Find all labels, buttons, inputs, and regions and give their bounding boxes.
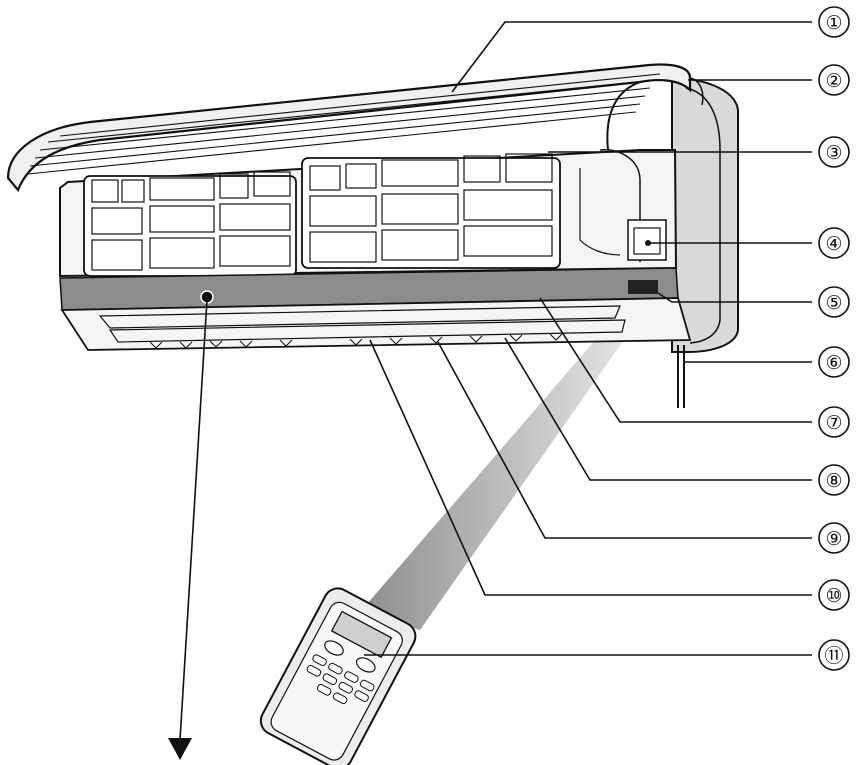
callout-6: ⑥ bbox=[818, 346, 850, 378]
leader-lines bbox=[364, 21, 812, 656]
leader-line-9 bbox=[437, 341, 812, 539]
remote-controller bbox=[259, 587, 417, 765]
callout-9: ⑨ bbox=[818, 522, 850, 554]
callout-5-label: ⑤ bbox=[825, 292, 842, 314]
callout-11: ⑪ bbox=[818, 639, 850, 671]
leader-line-5 bbox=[657, 292, 812, 303]
callout-8: ⑧ bbox=[818, 464, 850, 496]
front-panel bbox=[6, 63, 704, 193]
callout-3-label: ③ bbox=[825, 142, 842, 164]
leader-line-7 bbox=[539, 297, 812, 423]
signal-beam-icon bbox=[360, 300, 645, 630]
callout-5: ⑤ bbox=[818, 286, 850, 318]
callout-11-label: ⑪ bbox=[824, 645, 843, 667]
callout-10: ⑩ bbox=[818, 579, 850, 611]
callout-4: ④ bbox=[818, 227, 850, 259]
unit-side-cap bbox=[671, 76, 739, 353]
drain-hose bbox=[677, 345, 685, 408]
callout-2: ② bbox=[818, 64, 850, 96]
callout-3: ③ bbox=[818, 136, 850, 168]
airflow-arrow-icon bbox=[168, 299, 208, 760]
callout-8-label: ⑧ bbox=[825, 470, 842, 492]
callout-10-label: ⑩ bbox=[825, 585, 842, 607]
callout-1: ① bbox=[818, 6, 850, 38]
callout-7-label: ⑦ bbox=[825, 412, 842, 434]
callout-6-label: ⑥ bbox=[825, 352, 842, 374]
air-filter-left bbox=[83, 171, 297, 277]
leader-line-10 bbox=[369, 339, 812, 596]
callout-9-label: ⑨ bbox=[825, 528, 842, 550]
callout-7: ⑦ bbox=[818, 406, 850, 438]
leader-line-8 bbox=[504, 337, 812, 481]
air-outlet-louvres bbox=[60, 297, 692, 351]
air-filter-right bbox=[301, 153, 561, 269]
callout-1-label: ① bbox=[825, 12, 842, 34]
emergency-switch bbox=[627, 219, 667, 261]
leader-line-1 bbox=[451, 21, 812, 93]
callout-4-label: ④ bbox=[825, 233, 842, 255]
callout-2-label: ② bbox=[825, 70, 842, 92]
